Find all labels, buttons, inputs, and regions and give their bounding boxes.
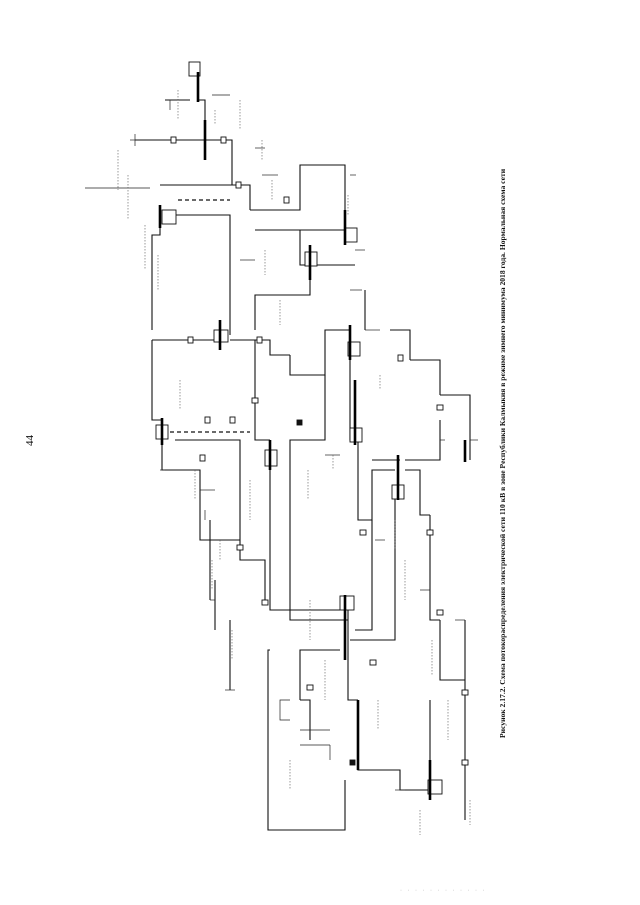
circuit-breakers xyxy=(170,136,469,766)
substation-buses xyxy=(155,61,467,800)
feeder-stubs xyxy=(85,94,478,791)
figure-caption: Рисунок 2.17.2. Схема потокораспределени… xyxy=(498,168,507,738)
transmission-lines xyxy=(135,70,471,831)
scan-artifact: · · · · · · · · · · · · xyxy=(400,888,487,894)
annotation-traces xyxy=(117,90,471,835)
